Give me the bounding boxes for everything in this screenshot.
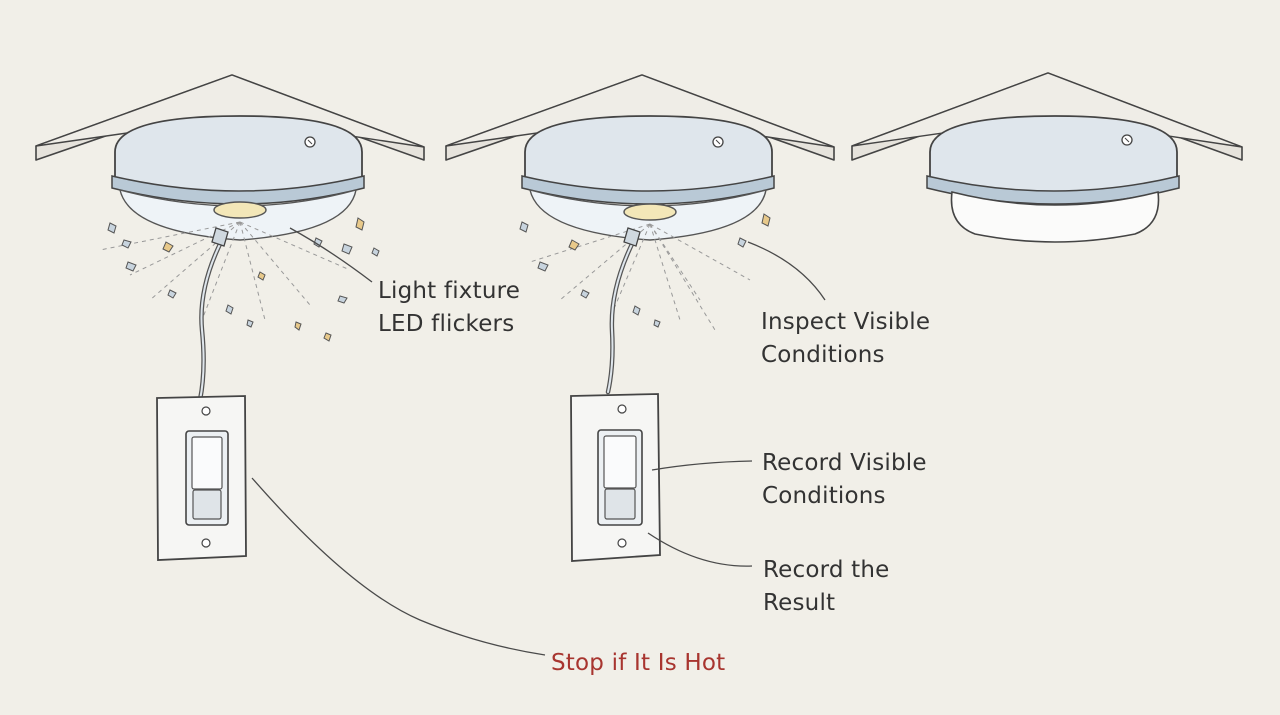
wall-switch-icon (156, 395, 247, 561)
leader-inspect (747, 241, 826, 301)
leader-fixture (289, 227, 373, 283)
leader-record-visible (651, 460, 753, 471)
label-stop-warning: Stop if It Is Hot (551, 650, 725, 676)
light-fixture-icon (111, 115, 365, 241)
light-fixture-icon (926, 115, 1180, 243)
labels: Light fixture LED flickers Inspect Visib… (378, 278, 930, 676)
cord-icon (197, 227, 229, 403)
label-fixture-line2: LED flickers (378, 311, 514, 337)
label-result-line2: Result (763, 590, 835, 616)
leader-stop (251, 477, 546, 656)
wall-switch-icon (570, 393, 661, 562)
leader-lines (251, 227, 826, 656)
fixture-2 (445, 74, 835, 562)
leader-record-result (647, 532, 753, 567)
label-inspect-line2: Conditions (761, 342, 885, 368)
label-result-line1: Record the (763, 557, 890, 583)
light-rays (529, 223, 751, 331)
light-fixture-icon (521, 115, 775, 241)
label-record-line2: Conditions (762, 483, 886, 509)
label-record-line1: Record Visible (762, 450, 927, 476)
spark-icon (519, 213, 771, 328)
label-fixture-line1: Light fixture (378, 278, 520, 304)
fixture-3 (851, 72, 1243, 243)
label-inspect-line1: Inspect Visible (761, 309, 930, 335)
fixture-1 (35, 74, 425, 561)
cord-icon (605, 227, 641, 395)
